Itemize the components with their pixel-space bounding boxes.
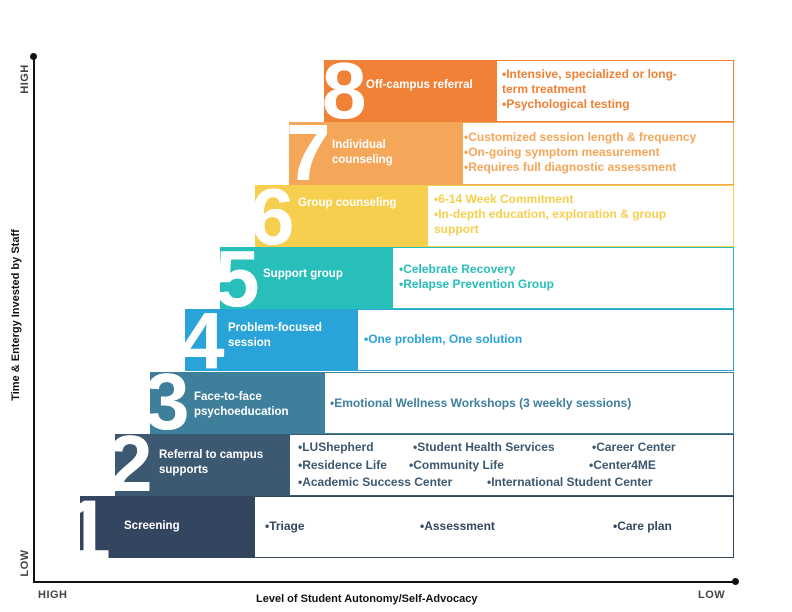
step-2-number: 2 xyxy=(108,419,153,508)
x-axis-low-label: LOW xyxy=(698,589,726,601)
step-6-box xyxy=(255,185,427,247)
step-6-bullet-in-depth: •In-depth education, exploration & group… xyxy=(434,207,667,236)
step-7-detail-box xyxy=(462,122,734,185)
step-8-box xyxy=(324,60,496,122)
step-1-box xyxy=(80,496,254,558)
step-5-number: 5 xyxy=(215,234,260,323)
step-2-bullet-health-services: •Student Health Services xyxy=(413,440,555,454)
x-axis-end-dot xyxy=(732,578,739,585)
step-6-bullet-commitment: •6-14 Week Commitment xyxy=(434,192,574,206)
step-2-bullet-lushepherd: •LUShepherd xyxy=(298,440,374,454)
step-2-bullet-international: •International Student Center xyxy=(487,475,653,489)
step-2-label: Referral to campus supports xyxy=(159,449,264,476)
step-4-box xyxy=(185,309,357,371)
step-2-bullet-community-life: •Community Life xyxy=(409,458,504,472)
step-1-bullet-assessment: •Assessment xyxy=(420,519,495,533)
step-5-box xyxy=(220,247,392,309)
step-2-box xyxy=(115,434,289,496)
y-axis-low-label: LOW xyxy=(19,549,31,577)
step-1-label: Screening xyxy=(124,520,180,532)
step-7-box xyxy=(289,122,462,185)
x-axis-title: Level of Student Autonomy/Self-Advocacy xyxy=(256,593,478,605)
step-7-bullet-customized: •Customized session length & frequency xyxy=(464,130,697,144)
y-axis-line xyxy=(33,56,35,582)
step-2-bullet-center4me: •Center4ME xyxy=(589,458,656,472)
y-axis-high-label: HIGH xyxy=(19,64,31,94)
step-7-number: 7 xyxy=(286,108,331,197)
step-8-bullet-testing: •Psychological testing xyxy=(502,97,630,111)
step-2-detail-box xyxy=(289,434,734,496)
step-8-label: Off-campus referral xyxy=(366,79,473,91)
step-3-box xyxy=(150,372,324,434)
step-8-number: 8 xyxy=(322,46,367,135)
step-1-detail-box xyxy=(254,496,734,558)
x-axis-high-label: HIGH xyxy=(38,589,68,601)
y-axis-title: Time & Entergy Invested by Staff xyxy=(10,229,22,401)
step-3-label: Face-to-face psychoeducation xyxy=(194,391,289,418)
step-3-number: 3 xyxy=(145,357,190,446)
step-6-detail-box xyxy=(427,185,734,247)
step-4-number: 4 xyxy=(180,296,225,385)
step-1-bullet-care-plan: •Care plan xyxy=(613,519,672,533)
step-2-bullet-residence-life: •Residence Life xyxy=(298,458,387,472)
step-5-detail-box xyxy=(392,247,734,309)
step-5-bullet-relapse-prevention: •Relapse Prevention Group xyxy=(399,277,554,291)
step-7-bullet-symptom: •On-going symptom measurement xyxy=(464,145,660,159)
step-3-bullet-workshops: •Emotional Wellness Workshops (3 weekly … xyxy=(330,396,632,410)
step-6-label: Group counseling xyxy=(298,197,397,209)
step-8-detail-box xyxy=(496,60,734,122)
step-1-bullet-triage: •Triage xyxy=(265,519,305,533)
step-7-label: Individual counseling xyxy=(332,139,393,166)
x-axis-line xyxy=(33,581,735,583)
step-4-bullet-one-problem: •One problem, One solution xyxy=(364,332,523,346)
step-2-bullet-career-center: •Career Center xyxy=(592,440,676,454)
step-8-bullet-intensive: •Intensive, specialized or long-term tre… xyxy=(502,67,677,96)
step-1-number: 1 xyxy=(64,483,111,577)
step-5-label: Support group xyxy=(263,268,343,280)
step-3-detail-box xyxy=(324,372,734,434)
y-axis-end-dot xyxy=(30,53,37,60)
step-6-number: 6 xyxy=(250,172,295,261)
step-5-bullet-celebrate-recovery: •Celebrate Recovery xyxy=(399,262,516,276)
step-4-detail-box xyxy=(357,309,734,371)
step-4-label: Problem-focused session xyxy=(228,322,322,349)
step-2-bullet-academic-success: •Academic Success Center xyxy=(298,475,453,489)
step-7-bullet-diagnostic: •Requires full diagnostic assessment xyxy=(464,160,677,174)
